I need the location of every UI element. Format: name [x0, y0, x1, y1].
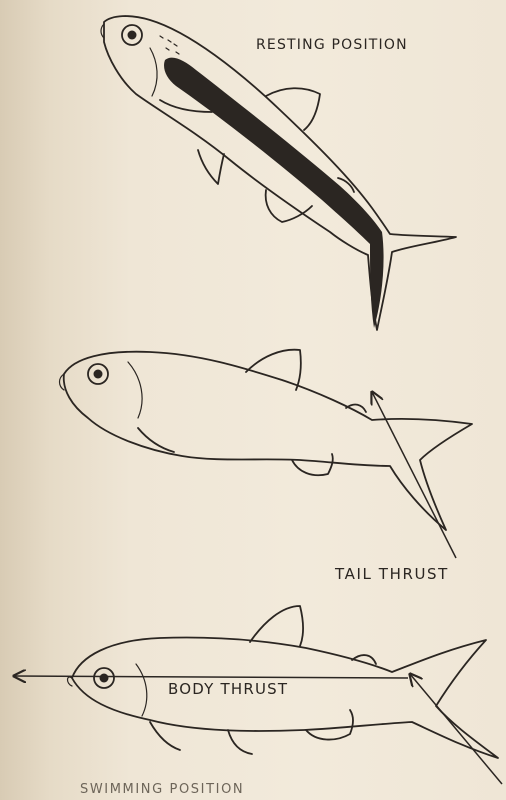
swimming-tail-arrow: [410, 674, 502, 784]
body-thrust-arrow: [14, 676, 408, 678]
fish-resting-body: [104, 16, 456, 330]
label-swimming-position: SWIMMING POSITION: [80, 783, 244, 796]
tail-thrust-arrow: [372, 392, 456, 558]
fish-resting-dorsal-fin: [266, 88, 320, 130]
label-tail-thrust: TAIL THRUST: [335, 567, 449, 582]
label-resting-position: RESTING POSITION: [256, 38, 408, 52]
fish-swimming-dorsal-fin: [250, 606, 303, 646]
label-body-thrust: BODY THRUST: [168, 682, 288, 697]
fish-resting: [101, 16, 456, 330]
fish-tail-thrust: [60, 350, 473, 530]
fish-tail-body: [64, 352, 472, 530]
